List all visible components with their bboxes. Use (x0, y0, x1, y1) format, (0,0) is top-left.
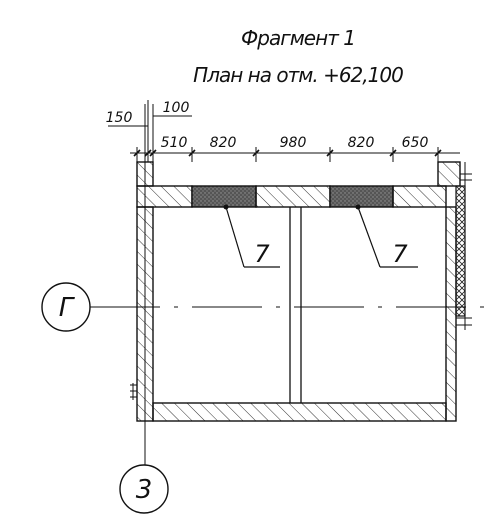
dim-820-left-label: 820 (210, 135, 237, 151)
right-pier (437, 161, 461, 187)
dimension-chain (130, 147, 460, 162)
dim-820-right-label: 820 (348, 135, 375, 151)
dim-100-label: 100 (163, 100, 190, 116)
axis-3-bubble (119, 464, 169, 514)
callout-label-right: 7 (392, 240, 408, 268)
insulation-strip (455, 185, 466, 317)
callout-leader-left (223, 204, 280, 268)
callout-label-left: 7 (254, 240, 270, 268)
axis-g-label: Г (59, 293, 76, 323)
dark-panel-left (191, 185, 257, 208)
callout-leader-right (355, 204, 418, 268)
dim-510-label: 510 (161, 135, 188, 151)
top-slab (136, 185, 447, 208)
dim-980-label: 980 (280, 135, 307, 151)
drawing-subtitle: План на отм. +62,100 (193, 63, 403, 87)
central-column (289, 207, 302, 403)
dim-650-label: 650 (402, 135, 429, 151)
bottom-wall (152, 402, 447, 422)
dark-panel-right (329, 185, 394, 208)
drawing-title: Фрагмент 1 (241, 26, 355, 50)
axis-3-label: 3 (136, 475, 153, 505)
right-wall (445, 206, 457, 422)
dim-150-label: 150 (106, 110, 133, 126)
axis-g-bubble (41, 282, 91, 332)
